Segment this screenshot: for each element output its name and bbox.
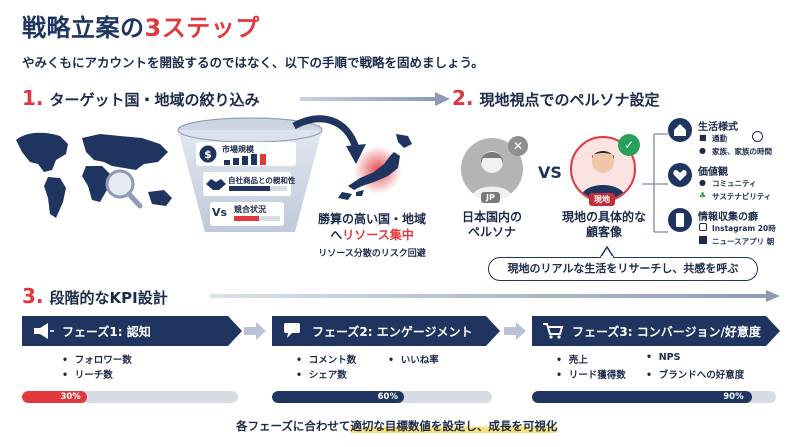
family-icon: ● [699,146,706,155]
phone-icon [668,208,692,232]
side-item: Instagram 20時 [712,224,776,233]
timeline-arrow [210,290,780,302]
page-title: 戦略立案の3ステップ [22,14,260,42]
vs-label: VS [538,163,562,182]
phase3-bullet: • ブランドへの好意度 [646,370,745,381]
step1-heading: 1.ターゲット国・地域の絞り込み [22,86,260,110]
phase3-bullet: • NPS [646,352,681,363]
step3-footer: 各フェーズに合わせて適切な目標数値を設定し、成長を可視化 [236,419,558,433]
jp-badge: JP [481,192,500,203]
phase1-banner: フェーズ1: 認知 [22,316,228,346]
phase3-banner-shape [532,316,780,346]
funnel-row-competition: Vs 競合状況 [210,202,284,226]
side-title-lifestyle: 生活様式 [698,122,738,133]
instagram-icon [699,223,707,231]
step3-heading: 3.段階的なKPI設計 [22,284,168,308]
heart-icon [668,163,692,187]
phase-arrow [244,322,266,340]
world-map-icon [16,132,172,218]
phase2-label: フェーズ2: エンゲージメント [312,324,473,339]
progress-fill: 90% [532,391,752,403]
phase3-banner: フェーズ3: コンバージョン/好意度 [532,316,768,346]
phase2-banner: フェーズ2: エンゲージメント [272,316,486,346]
phase3-label: フェーズ3: コンバージョン/好意度 [572,324,761,339]
bar-mini-icon [224,154,266,165]
news-icon [699,236,707,244]
phase2-banner-shape [272,316,500,346]
step1-result-note: リソース分散のリスク回避 [318,249,426,259]
clock-icon [752,131,763,142]
megaphone-icon [28,316,58,346]
flow-arrow [300,92,450,106]
funnel-label: 自社商品との親和性 [228,176,296,185]
step2-callout: 現地のリアルな生活をリサーチし、共感を呼ぶ [488,257,758,281]
side-title-info: 情報収集の癖 [698,212,758,223]
phase1-progress-bar: 30% [22,391,238,403]
versus-icon: Vs [212,206,228,219]
close-icon: ✕ [508,136,528,156]
phase1-bullet: • フォロワー数 [62,355,132,366]
phase2-bullet: • いいね率 [388,355,439,366]
phase3-bullet: • リード獲得数 [556,370,626,381]
side-item: コミュニティ [712,179,757,188]
side-item: サステナビリティ [712,192,772,201]
dollar-icon: $ [199,145,217,163]
phase1-banner-shape [22,316,242,346]
chat-icon [278,316,308,346]
handshake-icon [206,179,226,190]
svg-text:$: $ [204,148,212,161]
step1-result-line2: へリソース集中 [330,228,414,242]
phase1-label: フェーズ1: 認知 [62,324,151,339]
phase2-bullet: • シェア数 [296,370,347,381]
progress-fill: 60% [272,391,404,403]
page-subtitle: やみくもにアカウントを開設するのではなく、以下の手順で戦略を固めましょう。 [22,55,484,70]
local-persona-caption: 現地の具体的な顧客像 [561,210,646,239]
step1-result-line1: 勝算の高い国・地域 [317,212,426,226]
side-item: 家族、家族の時間 [712,147,772,156]
leaf-icon: ♣ [699,191,707,200]
phase3-bullet: • 売上 [556,355,588,366]
bracket-connector [642,133,668,233]
callout-pointer [600,246,614,258]
jp-persona-caption: 日本国内のペルソナ [461,210,522,239]
phase2-progress-bar: 60% [272,391,492,403]
funnel-label: 市場規模 [222,145,254,154]
step2-heading: 2.現地視点でのペルソナ設定 [452,86,660,110]
local-badge: 現地 [589,193,615,206]
phase3-progress-bar: 90% [532,391,776,403]
side-item: ニュースアプリ 朝 [712,237,775,246]
japan-map-icon [338,134,412,200]
bus-icon: ■ [699,133,707,142]
cart-icon [538,316,568,346]
funnel-row-affinity: 自社商品との親和性 [203,172,295,196]
funnel-label: 競合状況 [234,205,266,214]
progress-fill: 30% [22,391,87,403]
curved-arrow-icon [292,115,366,164]
phase2-bullet: • コメント数 [296,355,357,366]
phase-arrow [504,322,526,340]
house-icon [668,118,692,142]
side-title-values: 価値観 [698,167,728,178]
side-item: 通勤 [712,134,727,143]
check-icon: ✓ [618,134,640,156]
community-icon: ● [699,178,706,187]
funnel-row-market: $ 市場規模 [196,142,296,166]
phase1-bullet: • リーチ数 [62,370,113,381]
